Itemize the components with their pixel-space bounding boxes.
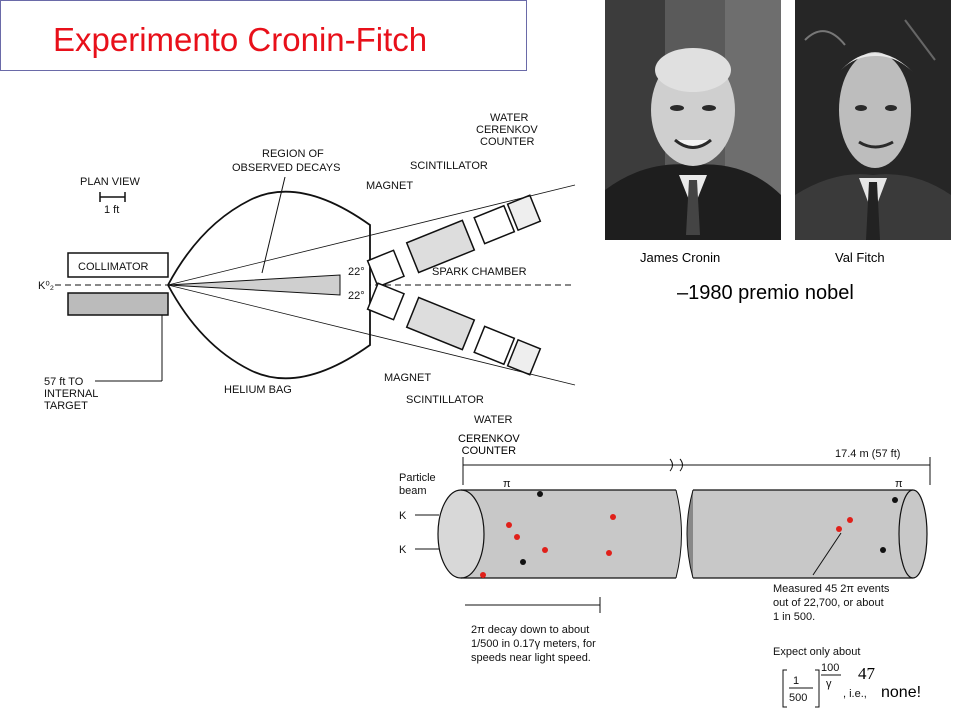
- label-water-bot-1: WATER: [474, 414, 513, 426]
- label-target-2: INTERNAL: [44, 388, 98, 400]
- frac-den: 500: [789, 692, 807, 704]
- label-water-top-2: CERENKOV: [476, 124, 538, 136]
- exp-den: γ: [826, 678, 832, 690]
- photo-val-fitch: [795, 0, 951, 240]
- label-ks: K: [399, 510, 407, 522]
- label-water-top-3: COUNTER: [480, 136, 534, 148]
- label-scale: 1 ft: [104, 204, 119, 216]
- label-distance: 17.4 m (57 ft): [835, 448, 900, 460]
- apparatus-diagram: PLAN VIEW 1 ft COLLIMATOR K⁰₂ REGION OF …: [38, 112, 576, 426]
- slide-title: Experimento Cronin-Fitch: [53, 21, 428, 58]
- label-measured-1: Measured 45 2π events: [773, 583, 890, 595]
- title-box: Experimento Cronin-Fitch: [0, 0, 527, 71]
- caption-val-fitch: Val Fitch: [835, 250, 885, 265]
- label-water-bot-2: CERENKOV: [458, 433, 520, 445]
- label-helium: HELIUM BAG: [224, 384, 292, 396]
- label-angle-bottom: 22°: [348, 290, 365, 302]
- label-magnet-bottom: MAGNET: [384, 372, 431, 384]
- label-angle-top: 22°: [348, 266, 365, 278]
- label-ie: , i.e.,: [843, 688, 867, 700]
- page-number: 47: [858, 664, 875, 683]
- label-target-3: TARGET: [44, 400, 88, 412]
- label-magnet-top: MAGNET: [366, 180, 413, 192]
- label-water-bottom: CERENKOV COUNTER: [458, 433, 520, 457]
- exp-num: 100: [821, 662, 839, 674]
- label-water-bot-3: COUNTER: [461, 445, 517, 457]
- label-region-1: REGION OF: [262, 148, 324, 160]
- frac-num: 1: [793, 675, 799, 687]
- label-plan-view: PLAN VIEW: [80, 176, 141, 188]
- label-decay-1: 2π decay down to about: [471, 624, 589, 636]
- label-expect: Expect only about: [773, 646, 860, 658]
- label-kl: K: [399, 544, 407, 556]
- beam-pipe-diagram: 17.4 m (57 ft) Particle beam K K π π 2π …: [399, 448, 931, 708]
- label-none: none!: [881, 684, 921, 701]
- label-region-2: OBSERVED DECAYS: [232, 162, 340, 174]
- label-target-1: 57 ft TO: [44, 376, 84, 388]
- label-scint-top: SCINTILLATOR: [410, 160, 488, 172]
- pi-label: π: [503, 478, 511, 490]
- nobel-note: –1980 premio nobel: [677, 282, 854, 304]
- caption-james-cronin: James Cronin: [640, 250, 721, 265]
- label-decay-3: speeds near light speed.: [471, 652, 591, 664]
- label-collimator: COLLIMATOR: [78, 261, 149, 273]
- pi-label: π: [895, 478, 903, 490]
- label-particle-2: beam: [399, 485, 427, 497]
- label-decay-2: 1/500 in 0.17γ meters, for: [471, 638, 596, 650]
- label-beam: K⁰₂: [38, 280, 54, 292]
- label-measured-3: 1 in 500.: [773, 611, 815, 623]
- label-scint-bottom: SCINTILLATOR: [406, 394, 484, 406]
- label-water-top-1: WATER: [490, 112, 529, 124]
- photo-james-cronin: [605, 0, 781, 240]
- label-particle-1: Particle: [399, 472, 436, 484]
- label-measured-2: out of 22,700, or about: [773, 597, 884, 609]
- label-spark: SPARK CHAMBER: [432, 266, 527, 278]
